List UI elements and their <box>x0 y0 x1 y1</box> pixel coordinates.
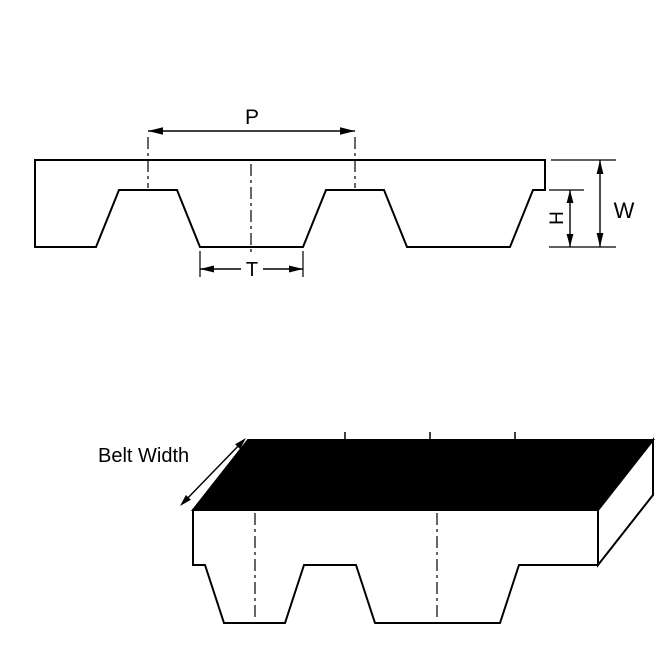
dimension-tooth-width: T <box>199 251 304 281</box>
dimension-height: H <box>547 189 584 247</box>
width-arrowhead-bottom <box>596 233 604 247</box>
pitch-label: P <box>245 106 259 129</box>
front-face-centerlines <box>254 513 438 620</box>
belt-width-label: Belt Width <box>98 445 189 467</box>
centerlines <box>147 137 356 255</box>
height-arrowhead-top <box>566 190 574 203</box>
pitch-arrowhead-right <box>340 127 355 135</box>
back-edge-ticks <box>344 432 516 447</box>
tooth-width-label: T <box>246 259 258 281</box>
cross-section-view: P T H W <box>34 106 635 281</box>
dimension-width: W <box>549 159 635 248</box>
belt-width-arrowhead-lower <box>180 495 191 506</box>
width-arrowhead-top <box>596 160 604 174</box>
belt-front-face <box>192 509 599 624</box>
width-label: W <box>614 198 635 223</box>
height-label: H <box>547 211 568 225</box>
belt-width-annotation: Belt Width <box>98 438 246 506</box>
height-arrowhead-bottom <box>566 234 574 247</box>
tooth-arrowhead-right <box>289 265 303 273</box>
belt-width-arrow-line <box>181 439 245 505</box>
belt-profile <box>34 159 546 248</box>
belt-top-surface <box>190 439 656 511</box>
perspective-view: Belt Width <box>98 432 656 624</box>
belt-width-arrowhead-upper <box>235 438 246 449</box>
tooth-arrowhead-left <box>200 265 214 273</box>
dimension-pitch: P <box>148 106 355 135</box>
pitch-arrowhead-left <box>148 127 163 135</box>
